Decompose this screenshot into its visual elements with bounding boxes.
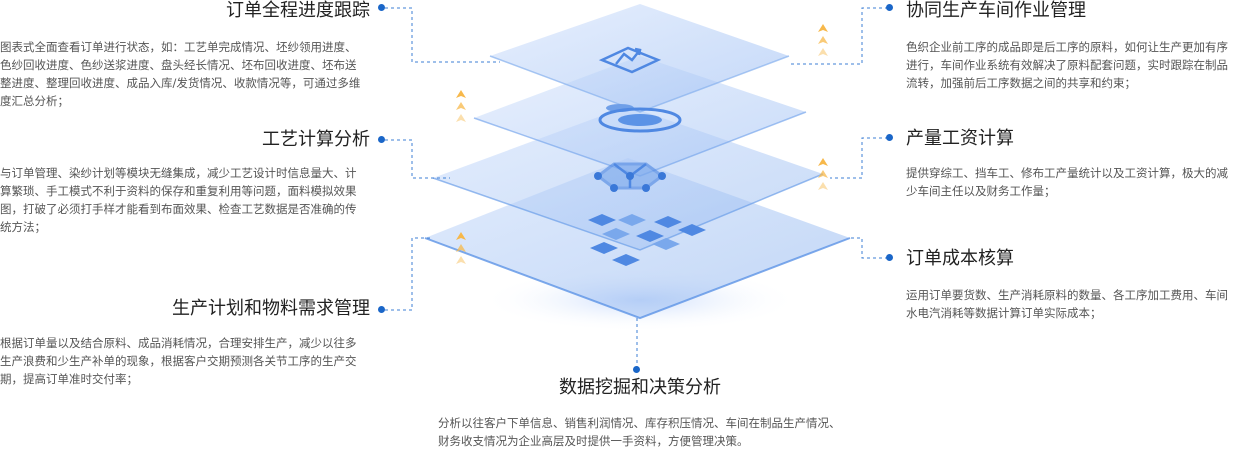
connector-dot — [633, 366, 640, 373]
feature-title: 订单全程进度跟踪 — [226, 0, 370, 21]
connector-dot — [886, 134, 893, 141]
grid-icon — [588, 214, 706, 266]
connector-lines — [385, 7, 888, 368]
feature-description: 提供穿综工、挡车工、修布工产量统计以及工资计算，极大的减少车间主任以及财务工作量… — [906, 166, 1228, 198]
feature-description: 色织企业前工序的成品即是后工序的原料，如何让生产更加有序进行，车间作业系统有效解… — [906, 40, 1228, 90]
feature-title: 订单成本核算 — [906, 248, 1014, 269]
feature-description: 运用订单要货数、生产消耗原料的数量、各工序加工费用、车间水电汽消耗等数据计算订单… — [906, 288, 1228, 320]
connector-dot — [378, 4, 385, 11]
layer-1 — [489, 4, 790, 113]
feature-description: 与订单管理、染纱计划等模块无缝集成，减少工艺设计时信息量大、计算繁琐、手工模式不… — [0, 166, 357, 234]
feature-title: 数据挖掘和决策分析 — [559, 377, 721, 398]
database-icon — [598, 104, 682, 133]
feature-description: 分析以往客户下单信息、销售利润情况、库存积压情况、车间在制品生产情况、财务收支情… — [438, 416, 841, 448]
feature-description: 图表式全面查看订单进行状态，如：工艺单完成情况、坯纱领用进度、色纱回收进度、色纱… — [0, 40, 361, 108]
connector-dot — [886, 4, 893, 11]
up-arrows-icon — [456, 24, 828, 264]
connector-dot — [886, 254, 893, 261]
feature-title: 生产计划和物料需求管理 — [172, 298, 370, 319]
feature-description: 根据订单量以及结合原料、成品消耗情况，合理安排生产，减少以往多生产浪费和少生产补… — [0, 336, 357, 386]
connector-dot — [378, 136, 385, 143]
feature-title: 工艺计算分析 — [262, 129, 370, 150]
chart-icon — [598, 46, 662, 74]
feature-title: 协同生产车间作业管理 — [906, 0, 1086, 21]
connector-dot — [378, 306, 385, 313]
network-icon — [594, 162, 666, 192]
feature-title: 产量工资计算 — [906, 128, 1014, 149]
